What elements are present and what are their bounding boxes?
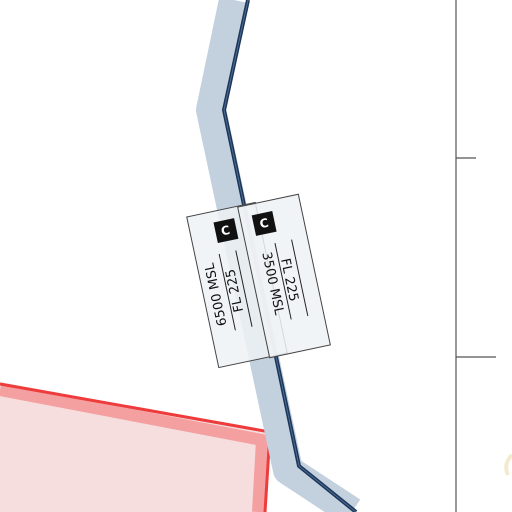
grid-lines	[455, 0, 496, 512]
class-badge-label: C	[220, 223, 232, 239]
label-divider-top	[235, 250, 253, 327]
label-box	[237, 193, 331, 359]
restricted-area[interactable]	[0, 382, 272, 512]
label-divider-top	[291, 239, 309, 317]
airway-label-right[interactable]: C FL 225 3500 MSL	[237, 193, 331, 359]
class-badge	[213, 218, 239, 244]
map-edge-feature	[504, 453, 512, 476]
class-badge-label: C	[258, 216, 270, 232]
label-divider-bottom	[274, 243, 292, 320]
restricted-area-edge-soft	[0, 384, 269, 512]
label-divider-bottom	[218, 253, 236, 331]
class-badge	[251, 211, 277, 236]
restricted-area-fill	[0, 382, 270, 512]
